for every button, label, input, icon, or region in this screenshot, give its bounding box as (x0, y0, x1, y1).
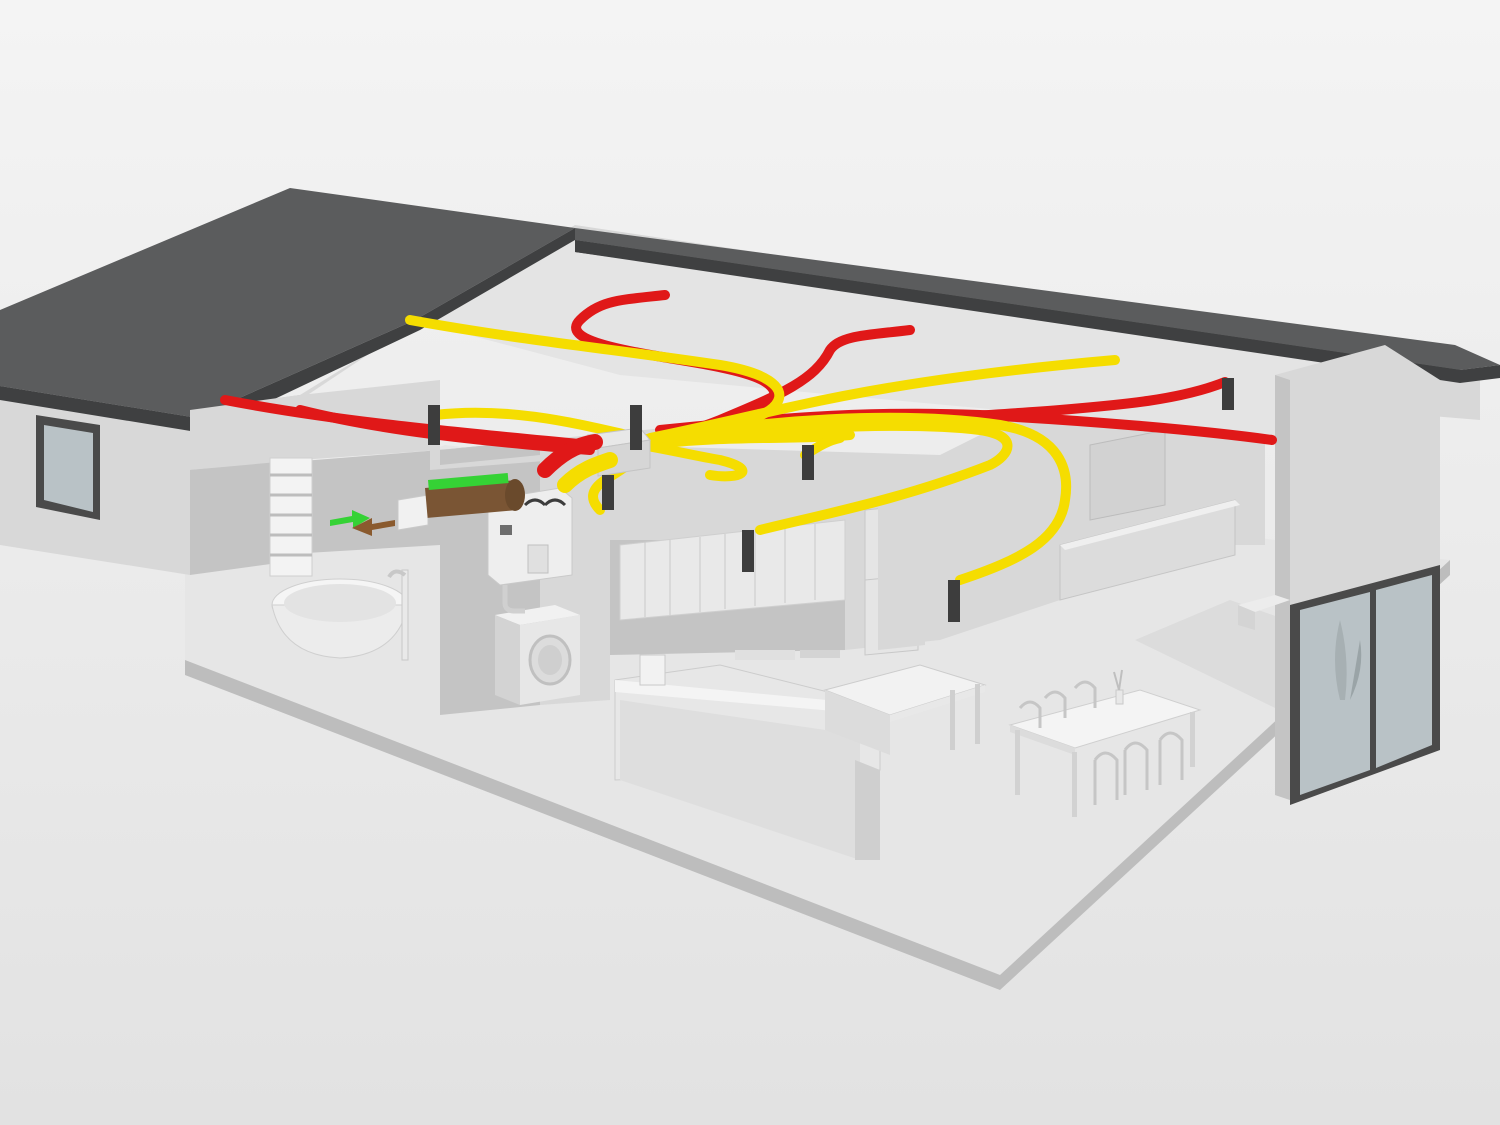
distribution-manifolds (537, 427, 651, 493)
bath-tap (387, 569, 409, 661)
bedroom-window (36, 415, 100, 520)
kitchen-door (878, 495, 925, 650)
plant (1335, 620, 1362, 700)
upper-cabinets (619, 519, 846, 621)
fresh-air-arrow-icon (330, 510, 370, 528)
heat-recovery-unit (487, 487, 573, 586)
sink-drain-trap (502, 585, 525, 614)
exhaust-air-arrow-icon (352, 518, 395, 536)
wall-tv (1089, 429, 1166, 521)
living-room (940, 345, 1440, 805)
kitchen-island (823, 664, 987, 755)
ceiling-valves (428, 378, 1234, 622)
backsplash-appliances (639, 650, 840, 686)
patio-door (1290, 565, 1440, 805)
vase (1113, 669, 1124, 705)
washing-machine (495, 605, 580, 705)
bathtub (271, 578, 409, 659)
dining-set (1008, 669, 1202, 817)
towel-radiator (269, 457, 313, 577)
roof (0, 188, 1500, 435)
dining-chairs (1018, 680, 1184, 805)
bathroom (190, 380, 440, 661)
outdoor-air-duct (397, 473, 525, 531)
kitchen (610, 445, 987, 860)
kitchen-counter (614, 664, 881, 860)
tv-sideboard (1059, 499, 1240, 601)
wall-bench (1238, 595, 1290, 630)
